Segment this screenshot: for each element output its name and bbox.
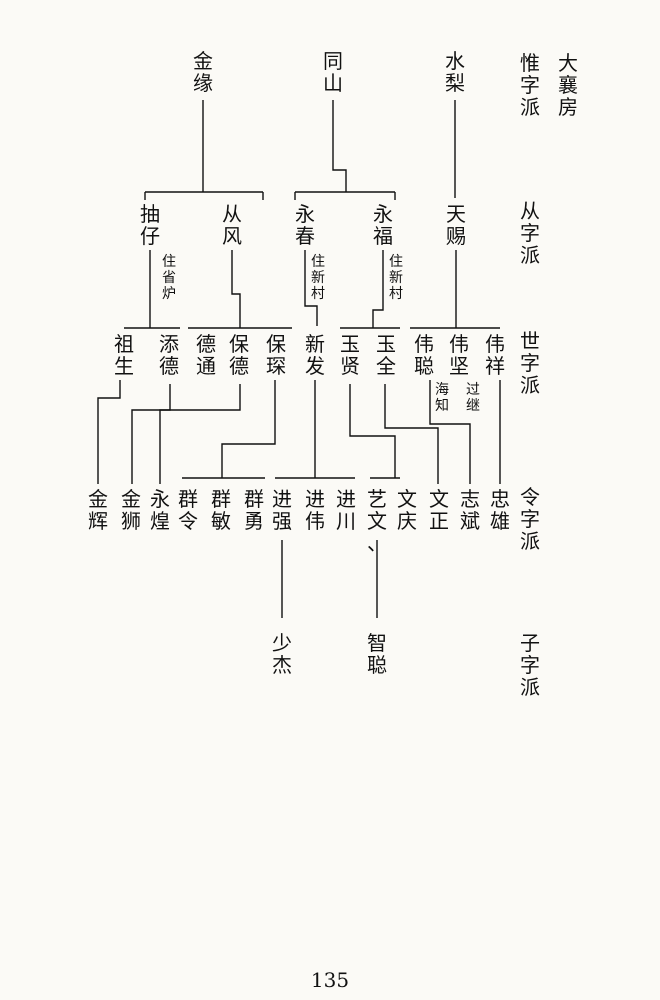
residence-note: 住新村 xyxy=(311,254,325,302)
person-name: 从风 xyxy=(222,202,242,248)
person-name: 金狮 xyxy=(121,487,141,533)
person-name: 金缘 xyxy=(193,49,213,95)
person-name: 少杰 xyxy=(272,631,292,677)
person-name: 永福 xyxy=(373,202,393,248)
person-name: 志斌 xyxy=(460,487,480,533)
person-name: 金辉 xyxy=(88,487,108,533)
generation-label-shi: 世字派 xyxy=(520,329,540,397)
person-name: 文正 xyxy=(429,487,449,533)
person-name: 群敏 xyxy=(211,487,231,533)
person-name: 艺文、 xyxy=(367,487,387,555)
person-name: 伟聪 xyxy=(414,332,434,378)
person-name: 保琛 xyxy=(266,332,286,378)
page-number: 135 xyxy=(310,968,350,992)
person-name: 群勇 xyxy=(244,487,264,533)
person-name: 玉全 xyxy=(376,332,396,378)
person-name: 永春 xyxy=(295,202,315,248)
person-name: 伟祥 xyxy=(485,332,505,378)
person-name: 进川 xyxy=(336,487,356,533)
residence-note: 住新村 xyxy=(389,254,403,302)
person-name: 同山 xyxy=(323,49,343,95)
person-name: 进伟 xyxy=(305,487,325,533)
person-name: 祖生 xyxy=(114,332,134,378)
generation-label-cong: 从字派 xyxy=(520,199,540,267)
person-name: 群令 xyxy=(178,487,198,533)
person-name: 保德 xyxy=(229,332,249,378)
house-label: 大襄房 xyxy=(558,51,578,119)
person-name: 添德 xyxy=(159,332,179,378)
person-name: 新发 xyxy=(305,332,325,378)
residence-note: 住省炉 xyxy=(162,254,176,302)
person-name: 智聪 xyxy=(367,631,387,677)
generation-label-zi: 子字派 xyxy=(520,631,540,699)
person-name: 永煌 xyxy=(150,487,170,533)
person-name: 进强 xyxy=(272,487,292,533)
adoption-note: 海知 xyxy=(435,382,449,414)
generation-label-ling: 令字派 xyxy=(520,485,540,553)
generation-label-wei: 惟字派 xyxy=(520,51,540,119)
person-name: 水梨 xyxy=(445,49,465,95)
person-name: 文庆 xyxy=(397,487,417,533)
person-name: 忠雄 xyxy=(490,487,510,533)
person-name: 抽仔 xyxy=(140,202,160,248)
person-name: 伟坚 xyxy=(449,332,469,378)
person-name: 天赐 xyxy=(446,202,466,248)
person-name: 德通 xyxy=(196,332,216,378)
adoption-note: 过继 xyxy=(466,382,480,414)
person-name: 玉贤 xyxy=(340,332,360,378)
